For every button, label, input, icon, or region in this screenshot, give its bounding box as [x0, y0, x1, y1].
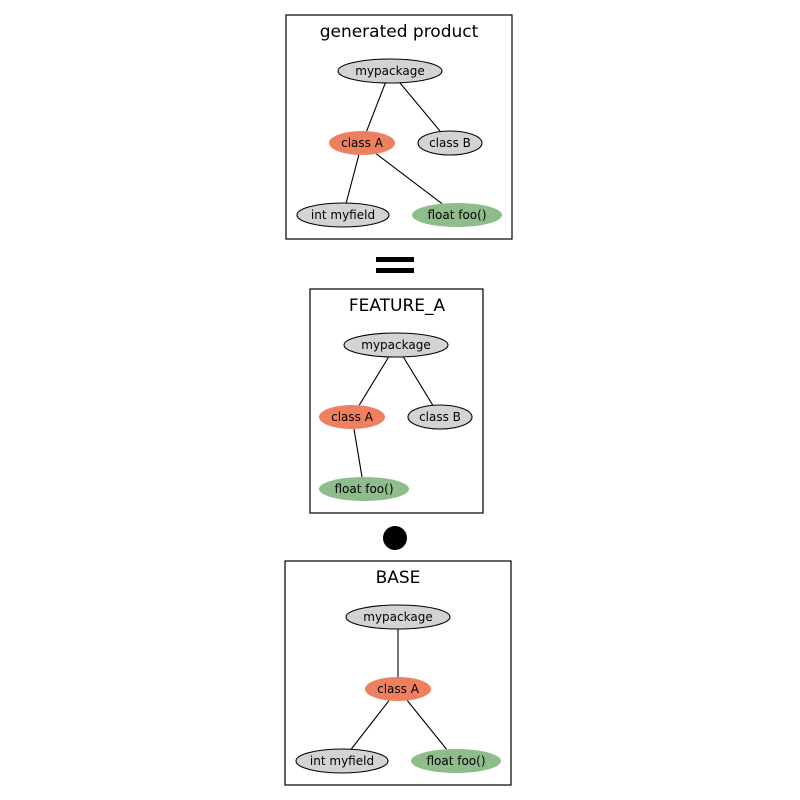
node-label: float foo() [426, 754, 485, 768]
node-foo: float foo() [412, 203, 502, 227]
node-label: class A [377, 682, 420, 696]
node-pkg: mypackage [337, 58, 443, 84]
panel-title: BASE [376, 568, 421, 588]
compose-operator [383, 526, 407, 550]
equals-bar-top [376, 257, 414, 262]
edge-pkg-clsB [399, 82, 441, 132]
node-label: float foo() [334, 482, 393, 496]
edge-pkg-clsA [366, 82, 386, 132]
edges [350, 629, 447, 750]
node-shape [411, 749, 501, 773]
node-label: class A [341, 136, 384, 150]
node-shape [345, 604, 451, 630]
panel-title: generated product [320, 22, 479, 42]
node-shape [417, 130, 483, 156]
node-foo: float foo() [411, 749, 501, 773]
node-shape [343, 332, 449, 358]
node-clsA: class A [319, 405, 385, 429]
edge-clsA-foo [353, 428, 363, 478]
panel-title: FEATURE_A [349, 296, 446, 316]
node-label: mypackage [355, 64, 424, 78]
edges [353, 356, 434, 478]
node-label: mypackage [361, 338, 430, 352]
edge-clsA-foo [375, 153, 443, 205]
node-label: class B [419, 410, 461, 424]
node-field: int myfield [296, 202, 390, 228]
node-shape [365, 677, 431, 701]
equals-operator [376, 257, 414, 273]
panel-feature-a: FEATURE_A mypackage class A class B float f… [309, 288, 484, 514]
node-clsA: class A [329, 131, 395, 155]
nodes: mypackage class A class B int myfield float … [296, 58, 502, 228]
node-label: int myfield [311, 208, 375, 222]
node-shape [337, 58, 443, 84]
panel-base: BASE mypackage class A int myfield float fo… [284, 560, 512, 786]
node-shape [412, 203, 502, 227]
node-field: int myfield [295, 748, 389, 774]
compose-dot [383, 526, 407, 550]
edge-pkg-clsB [402, 356, 434, 406]
equals-bar-bottom [376, 268, 414, 273]
node-label: mypackage [363, 610, 432, 624]
node-label: int myfield [310, 754, 374, 768]
node-clsA: class A [365, 677, 431, 701]
node-shape [296, 202, 390, 228]
node-pkg: mypackage [345, 604, 451, 630]
edge-pkg-clsA [358, 356, 390, 406]
panel-generated-product: generated product mypackage class A class … [285, 14, 513, 240]
node-shape [319, 477, 409, 501]
edge-clsA-field [345, 154, 360, 204]
node-pkg: mypackage [343, 332, 449, 358]
node-shape [329, 131, 395, 155]
node-shape [407, 404, 473, 430]
node-clsB: class B [417, 130, 483, 156]
node-label: class B [429, 136, 471, 150]
panel-frame [309, 288, 484, 514]
node-foo: float foo() [319, 477, 409, 501]
panel-frame [285, 14, 513, 240]
nodes: mypackage class A int myfield float foo() [295, 604, 501, 774]
node-label: float foo() [427, 208, 486, 222]
node-shape [319, 405, 385, 429]
edge-clsA-field [350, 700, 390, 750]
edge-clsA-foo [406, 700, 447, 750]
edges [345, 82, 443, 205]
node-label: class A [331, 410, 374, 424]
nodes: mypackage class A class B float foo() [319, 332, 473, 501]
node-clsB: class B [407, 404, 473, 430]
node-shape [295, 748, 389, 774]
